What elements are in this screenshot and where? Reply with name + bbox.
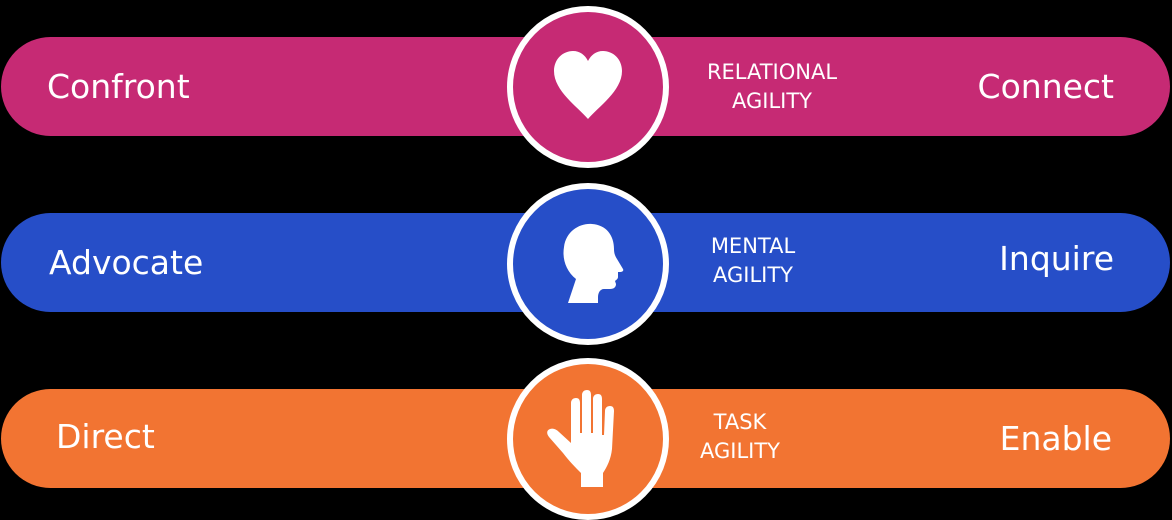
relational-icon-circle (507, 6, 669, 168)
confront-label: Confront (47, 67, 190, 106)
hand-icon (547, 390, 614, 487)
agility-title-line1: MENTAL (710, 234, 796, 258)
head-profile-icon (563, 223, 624, 303)
agility-title-line2: AGILITY (731, 89, 812, 113)
inquire-label: Inquire (999, 239, 1114, 278)
mental-agility-title: MENTAL AGILITY (653, 232, 853, 290)
advocate-label: Advocate (49, 243, 204, 282)
agility-title-line1: RELATIONAL (706, 60, 838, 84)
agility-title-line2: AGILITY (699, 439, 780, 463)
agility-title-line1: TASK (713, 410, 767, 434)
enable-label: Enable (999, 419, 1112, 458)
mental-icon-circle (507, 183, 669, 345)
task-icon-circle (507, 358, 669, 520)
task-agility-title: TASK AGILITY (640, 408, 840, 466)
heart-icon (554, 51, 622, 119)
relational-agility-title: RELATIONAL AGILITY (672, 58, 872, 116)
connect-label: Connect (977, 67, 1114, 106)
agility-title-line2: AGILITY (712, 263, 793, 287)
direct-label: Direct (56, 417, 155, 456)
